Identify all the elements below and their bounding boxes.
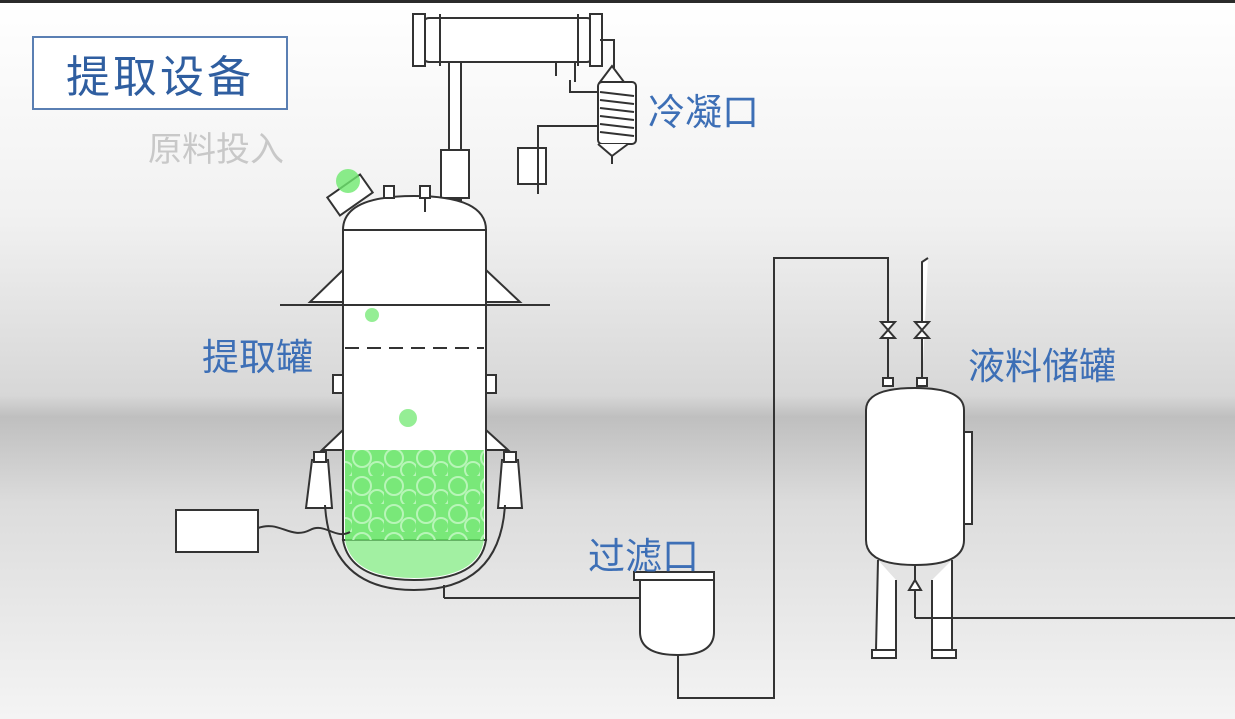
- bottom-jacket: [324, 504, 506, 592]
- material-input-label: 原料投入: [148, 130, 284, 170]
- storage-tank-label: 液料储罐: [968, 345, 1116, 388]
- filter-label: 过滤口: [588, 535, 699, 578]
- exchanger-cap-left: [412, 13, 426, 67]
- storage-tank: [865, 257, 1235, 659]
- heat-exchanger: [422, 17, 594, 63]
- extraction-material: [336, 169, 484, 578]
- filter-vessel: [633, 571, 715, 657]
- inlet-valve: [878, 321, 898, 339]
- title-box: 提取设备: [32, 36, 288, 110]
- extraction-tank-label: 提取罐: [202, 336, 313, 379]
- control-box: [175, 509, 351, 553]
- pipe-flange: [440, 149, 470, 199]
- leg-left: [304, 459, 334, 509]
- condenser-assembly: [412, 13, 637, 201]
- condenser-label: 冷凝口: [648, 91, 759, 134]
- leg-right: [496, 459, 524, 509]
- condensate-collector: [517, 147, 547, 185]
- page-title: 提取设备: [66, 52, 254, 103]
- vent-valve: [912, 321, 932, 339]
- top-border: [0, 0, 1235, 3]
